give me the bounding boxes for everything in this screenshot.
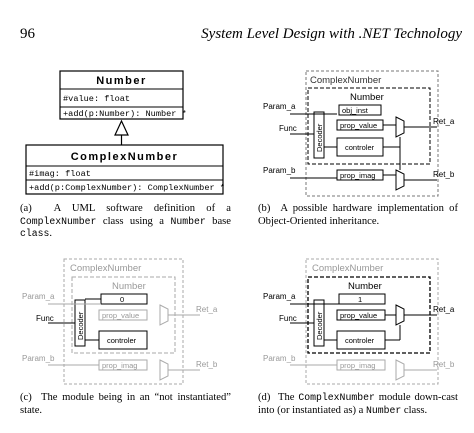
page-number: 96	[20, 26, 35, 42]
outer-module-label: ComplexNumber	[312, 263, 383, 274]
controller-label: controler	[345, 143, 375, 152]
running-title: System Level Design with .NET Technology	[201, 26, 462, 42]
uml-child-class-box	[25, 144, 224, 195]
mux-b-icon	[159, 359, 169, 381]
obj-inst-label: obj_inst	[342, 106, 369, 115]
uml-child-name: ComplexNumber	[71, 151, 179, 163]
decoder-label: Decoder	[315, 123, 324, 152]
uml-parent-name: Number	[96, 75, 147, 87]
uml-child-method: +add(p:ComplexNumber): ComplexNumber *	[29, 183, 225, 193]
inner-module-label: Number	[112, 281, 146, 292]
decoder-box	[313, 111, 325, 159]
obj-inst-box	[338, 104, 382, 116]
uml-parent-attribute: #value: float	[63, 94, 130, 104]
inner-module-label: Number	[348, 281, 382, 292]
hardware-diagram-b: ComplexNumber Number Decoder obj_inst pr…	[263, 70, 455, 197]
prop-imag-label: prop_imag	[102, 361, 137, 370]
uml-diagram: Number #value: float +add(p:Number): Num…	[25, 70, 225, 195]
mux-a-icon	[159, 304, 169, 326]
hardware-diagram-c: ComplexNumber Number Decoder 0 prop_valu…	[22, 258, 218, 385]
output-ret-a-label: Ret_a	[433, 305, 455, 314]
input-param-a-label: Param_a	[22, 292, 55, 301]
hardware-diagram-d: ComplexNumber Number Decoder 1 prop_valu…	[263, 258, 455, 385]
prop-value-label: prop_value	[102, 311, 139, 320]
input-func-label: Func	[279, 124, 297, 133]
caption-a: (a) A UML software definition of a Compl…	[20, 203, 231, 239]
inner-module-box	[307, 87, 431, 165]
obj-inst-value: 1	[358, 295, 362, 304]
uml-child-attribute: #imag: float	[29, 169, 91, 179]
mux-a-icon	[395, 116, 405, 138]
outer-module-box	[305, 258, 439, 385]
input-param-b-label: Param_b	[22, 354, 55, 363]
mux-b-icon	[395, 359, 405, 381]
obj-inst-value: 0	[120, 295, 124, 304]
outer-module-box	[63, 258, 184, 385]
prop-value-box	[98, 309, 148, 321]
outer-module-label: ComplexNumber	[310, 75, 381, 86]
prop-value-label: prop_value	[340, 121, 377, 130]
prop-value-label: prop_value	[340, 311, 377, 320]
uml-parent-class-box	[59, 70, 184, 120]
output-ret-a-label: Ret_a	[196, 305, 218, 314]
input-param-b-label: Param_b	[263, 354, 296, 363]
uml-parent-method: +add(p:Number): Number *	[63, 109, 187, 119]
prop-imag-label: prop_imag	[340, 361, 375, 370]
input-param-b-label: Param_b	[263, 166, 296, 175]
caption-c: (c) The module being in an “not instanti…	[20, 392, 231, 416]
input-func-label: Func	[279, 314, 297, 323]
input-param-a-label: Param_a	[263, 102, 296, 111]
mux-a-icon	[395, 304, 405, 326]
mux-b-icon	[395, 169, 405, 191]
uml-inheritance-arrow-icon	[114, 119, 129, 136]
inner-module-label: Number	[350, 92, 384, 103]
controller-label: controler	[107, 336, 137, 345]
outer-module-label: ComplexNumber	[70, 263, 141, 274]
output-ret-b-label: Ret_b	[433, 170, 455, 179]
output-ret-b-label: Ret_b	[196, 360, 218, 369]
decoder-label: Decoder	[76, 311, 85, 340]
controller-label: controler	[345, 336, 375, 345]
output-ret-a-label: Ret_a	[433, 117, 455, 126]
caption-d: (d) The ComplexNumber module down-cast i…	[258, 392, 458, 416]
input-param-a-label: Param_a	[263, 292, 296, 301]
decoder-label: Decoder	[315, 311, 324, 340]
obj-inst-box	[338, 293, 386, 305]
caption-b: (b) A possible hardware implementation o…	[258, 203, 458, 227]
output-ret-b-label: Ret_b	[433, 360, 455, 369]
input-func-label: Func	[36, 314, 54, 323]
prop-imag-label: prop_imag	[340, 171, 375, 180]
